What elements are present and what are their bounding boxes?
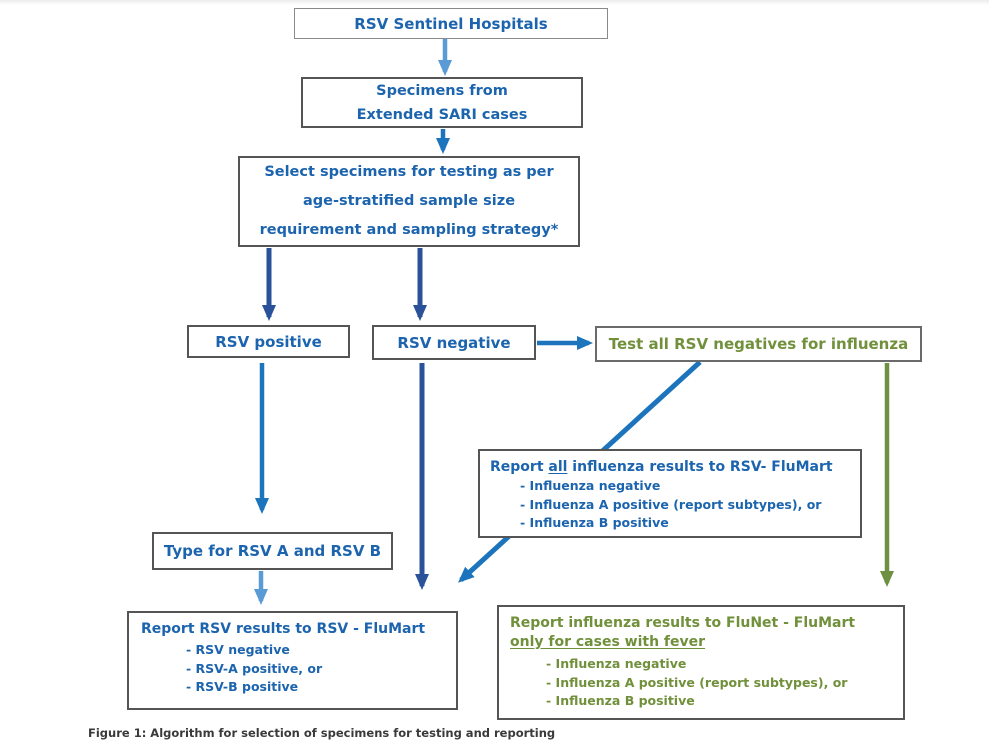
node-label-line1: Select specimens for testing as per (264, 164, 554, 180)
bullet-item: - Influenza A positive (report subtypes)… (546, 674, 848, 690)
node-specimens-extended-sari: Specimens from Extended SARI cases (301, 77, 583, 128)
node-label: Test all RSV negatives for influenza (608, 335, 909, 353)
title-post: influenza results to RSV- FluMart (567, 459, 833, 475)
node-report-rsv-flumart: Report RSV results to RSV - FluMart - RS… (127, 611, 458, 710)
node-title-line2: only for cases with fever (510, 634, 706, 650)
node-label-line1: Specimens from (376, 82, 508, 99)
node-rsv-sentinel-hospitals: RSV Sentinel Hospitals (294, 8, 608, 39)
bullet-item: - Influenza negative (520, 478, 661, 493)
bullet-item: - Influenza A positive (report subtypes)… (520, 496, 822, 512)
node-report-influenza-flumart: Report all influenza results to RSV- Flu… (478, 449, 862, 538)
bullet-item: - Influenza B positive (520, 515, 669, 530)
figure-caption: Figure 1: Algorithm for selection of spe… (88, 726, 556, 740)
node-title-line1: Report influenza results to FluNet - Flu… (510, 615, 856, 631)
node-rsv-positive: RSV positive (187, 325, 350, 358)
node-rsv-negative: RSV negative (372, 325, 536, 360)
node-type-rsv-a-b: Type for RSV A and RSV B (152, 532, 393, 570)
node-label-line3: requirement and sampling strategy* (259, 222, 559, 238)
node-label: RSV Sentinel Hospitals (354, 14, 548, 33)
node-label-line2: Extended SARI cases (356, 106, 528, 123)
node-title: Report all influenza results to RSV- Flu… (490, 458, 860, 477)
node-label: RSV positive (215, 332, 322, 351)
node-label: Type for RSV A and RSV B (163, 542, 382, 560)
node-title: Report RSV results to RSV - FluMart (141, 621, 426, 637)
bullet-item: - Influenza B positive (546, 693, 695, 708)
node-test-rsv-negatives: Test all RSV negatives for influenza (595, 326, 922, 362)
bullet-item: - RSV-B positive (186, 679, 299, 694)
node-select-specimens: Select specimens for testing as per age-… (238, 156, 580, 247)
node-report-influenza-flunet: Report influenza results to FluNet - Flu… (497, 605, 905, 720)
bullet-item: - RSV negative (186, 642, 290, 657)
bullet-item: - Influenza negative (546, 656, 687, 671)
title-underlined: all (548, 459, 568, 475)
node-label: RSV negative (397, 333, 511, 352)
title-pre: Report (490, 459, 549, 475)
bullet-item: - RSV-A positive, or (186, 660, 323, 676)
node-label-line2: age-stratified sample size (302, 193, 516, 209)
